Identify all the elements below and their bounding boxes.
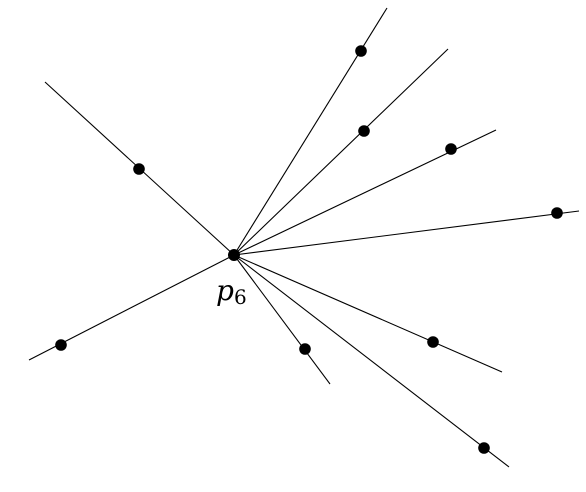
point-upper-left (133, 163, 145, 175)
center-point-label: p6 (216, 274, 247, 309)
line-center-to-lower-middle (233, 254, 331, 385)
center-label-subscript: 6 (234, 285, 247, 309)
point-lower-right-1 (427, 336, 439, 348)
point-upper-right-2 (445, 143, 457, 155)
center-label-letter: p (216, 274, 234, 307)
line-center-to-upper-right-1 (233, 48, 449, 256)
lines-through-center (28, 7, 580, 468)
point-top (355, 45, 367, 57)
line-center-to-lower-right-1 (233, 254, 503, 373)
points (55, 45, 563, 454)
point-lower-right-2 (478, 442, 490, 454)
point-lower-left (55, 339, 67, 351)
line-center-to-right (233, 210, 580, 256)
line-center-to-lower-right-2 (233, 254, 510, 468)
point-lower-middle (299, 343, 311, 355)
point-upper-right-1 (358, 125, 370, 137)
point-right (551, 207, 563, 219)
center-point-p6 (228, 249, 240, 261)
